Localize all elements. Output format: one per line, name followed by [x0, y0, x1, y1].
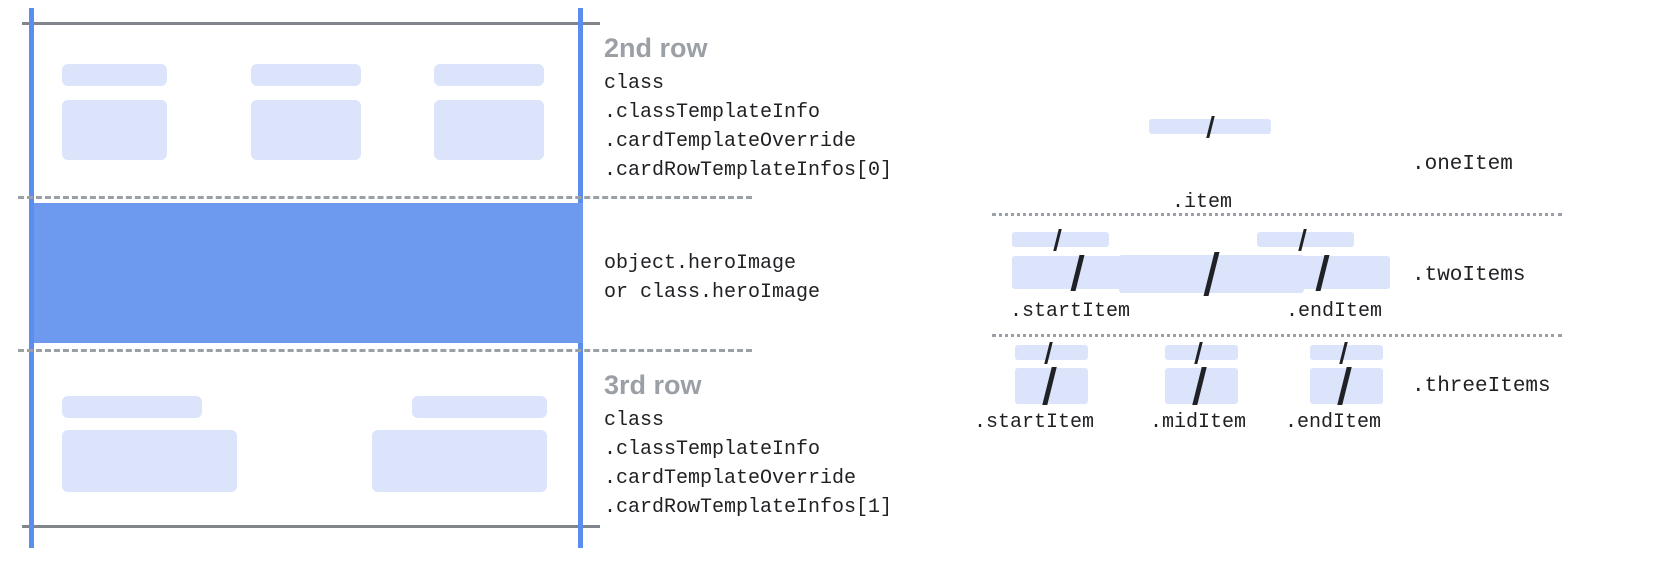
row3-col2-value-skeleton	[372, 430, 547, 492]
annotation-2nd-row-title: 2nd row	[604, 33, 708, 63]
one-item-sub-label: .item	[1172, 191, 1233, 214]
row2-col3-label-skeleton	[434, 64, 544, 86]
annotation-2nd-row: 2nd row class .classTemplateInfo .cardTe…	[604, 31, 892, 185]
card-layout-diagram	[0, 0, 752, 584]
row2-col3-value-skeleton	[434, 100, 544, 160]
card-bottom-rule	[22, 525, 600, 528]
three-items-mid-chip	[1165, 345, 1238, 360]
one-item-group-label: .oneItem	[1412, 153, 1513, 176]
row2-col2-value-skeleton	[251, 100, 361, 160]
row2-col1-value-skeleton	[62, 100, 167, 160]
row2-col2-label-skeleton	[251, 64, 361, 86]
row3-col1-value-skeleton	[62, 430, 237, 492]
annotation-3rd-row-code: class .classTemplateInfo .cardTemplateOv…	[604, 409, 893, 519]
two-items-group-label: .twoItems	[1412, 264, 1526, 287]
row3-col1-label-skeleton	[62, 396, 202, 418]
item-layout-diagram: .item .oneItem .startItem .endItem .twoI…	[960, 0, 1676, 584]
row-separator-top	[18, 196, 752, 199]
annotation-hero-image-code: object.heroImage or class.heroImage	[604, 252, 821, 304]
three-items-start-sub-label: .startItem	[974, 411, 1095, 434]
card-top-rule	[22, 22, 600, 25]
item-group-separator-1	[992, 213, 1562, 216]
three-items-end-chip	[1310, 345, 1383, 360]
annotation-3rd-row: 3rd row class .classTemplateInfo .cardTe…	[604, 368, 892, 522]
annotation-3rd-row-title: 3rd row	[604, 370, 702, 400]
left-guide-line	[29, 8, 34, 548]
two-items-start-sub-label: .startItem	[1010, 300, 1131, 323]
two-items-end-sub-label: .endItem	[1286, 300, 1383, 323]
three-items-start-chip	[1015, 345, 1088, 360]
two-items-end-chip	[1257, 232, 1354, 247]
three-items-group-label: .threeItems	[1412, 375, 1551, 398]
three-items-end-sub-label: .endItem	[1285, 411, 1382, 434]
annotation-hero-image: object.heroImage or class.heroImage	[604, 249, 820, 307]
row3-col2-label-skeleton	[412, 396, 547, 418]
annotation-2nd-row-code: class .classTemplateInfo .cardTemplateOv…	[604, 72, 893, 182]
row-separator-bottom	[18, 349, 752, 352]
three-items-mid-sub-label: .midItem	[1150, 411, 1247, 434]
two-items-start-chip	[1012, 232, 1109, 247]
row2-col1-label-skeleton	[62, 64, 167, 86]
item-group-separator-2	[992, 334, 1562, 337]
hero-image-band	[34, 203, 583, 343]
